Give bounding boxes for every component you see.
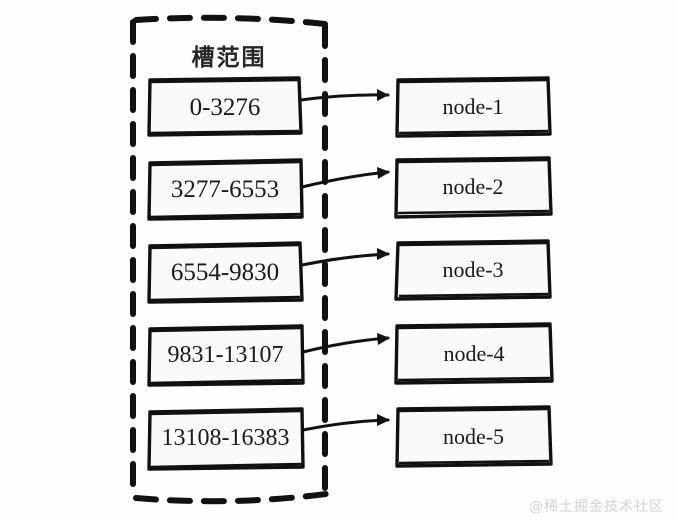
slot-box-5 bbox=[147, 407, 305, 471]
node-box-1 bbox=[395, 76, 552, 138]
node-box-5 bbox=[395, 405, 553, 468]
slot-box-1 bbox=[147, 76, 303, 137]
arrow-3 bbox=[300, 248, 390, 267]
slot-group-dashed-border bbox=[130, 14, 329, 505]
arrow-5 bbox=[301, 414, 390, 432]
watermark: @稀土掘金技术社区 bbox=[529, 499, 664, 515]
slot-box-3 bbox=[147, 241, 304, 304]
node-box-4 bbox=[394, 322, 554, 385]
arrow-1 bbox=[299, 89, 390, 102]
node-box-2 bbox=[394, 156, 553, 219]
arrow-4 bbox=[301, 333, 390, 354]
slot-box-2 bbox=[147, 158, 304, 221]
slot-box-4 bbox=[147, 324, 305, 387]
arrow-2 bbox=[300, 167, 390, 189]
node-box-3 bbox=[394, 239, 552, 301]
